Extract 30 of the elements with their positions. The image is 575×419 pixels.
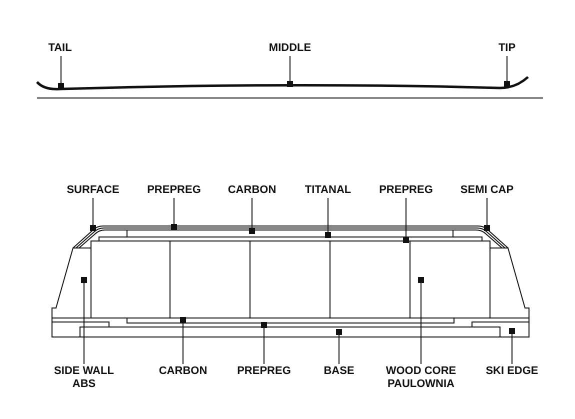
leader-line	[58, 56, 64, 89]
leader-line	[509, 328, 515, 364]
part-label: MIDDLE	[260, 42, 320, 55]
part-label: SEMI CAP	[455, 184, 519, 197]
leader-line	[171, 198, 177, 230]
part-label: TAIL	[40, 42, 80, 55]
leader-line	[81, 277, 87, 364]
part-label: PREPREG	[377, 184, 435, 197]
leader-line	[90, 198, 96, 231]
part-label: SKI EDGE	[480, 365, 544, 378]
part-label: SIDE WALL ABS	[49, 365, 119, 391]
leader-line	[504, 56, 510, 87]
leader-line	[418, 277, 424, 364]
leader-line	[249, 198, 255, 234]
part-label: CARBON	[225, 184, 279, 197]
part-label: SURFACE	[62, 184, 124, 197]
leader-line	[325, 198, 331, 238]
part-label: PREPREG	[145, 184, 203, 197]
leader-line	[336, 329, 342, 364]
leader-line	[287, 56, 293, 87]
part-label: WOOD CORE PAULOWNIA	[376, 365, 466, 391]
part-label: TIP	[492, 42, 522, 55]
leader-line	[484, 198, 490, 231]
part-label: CARBON	[156, 365, 210, 378]
leader-line	[403, 198, 409, 243]
leader-line	[180, 317, 186, 364]
part-label: BASE	[319, 365, 359, 378]
part-label: TITANAL	[299, 184, 357, 197]
leader-line	[261, 322, 267, 364]
part-label: PREPREG	[235, 365, 293, 378]
